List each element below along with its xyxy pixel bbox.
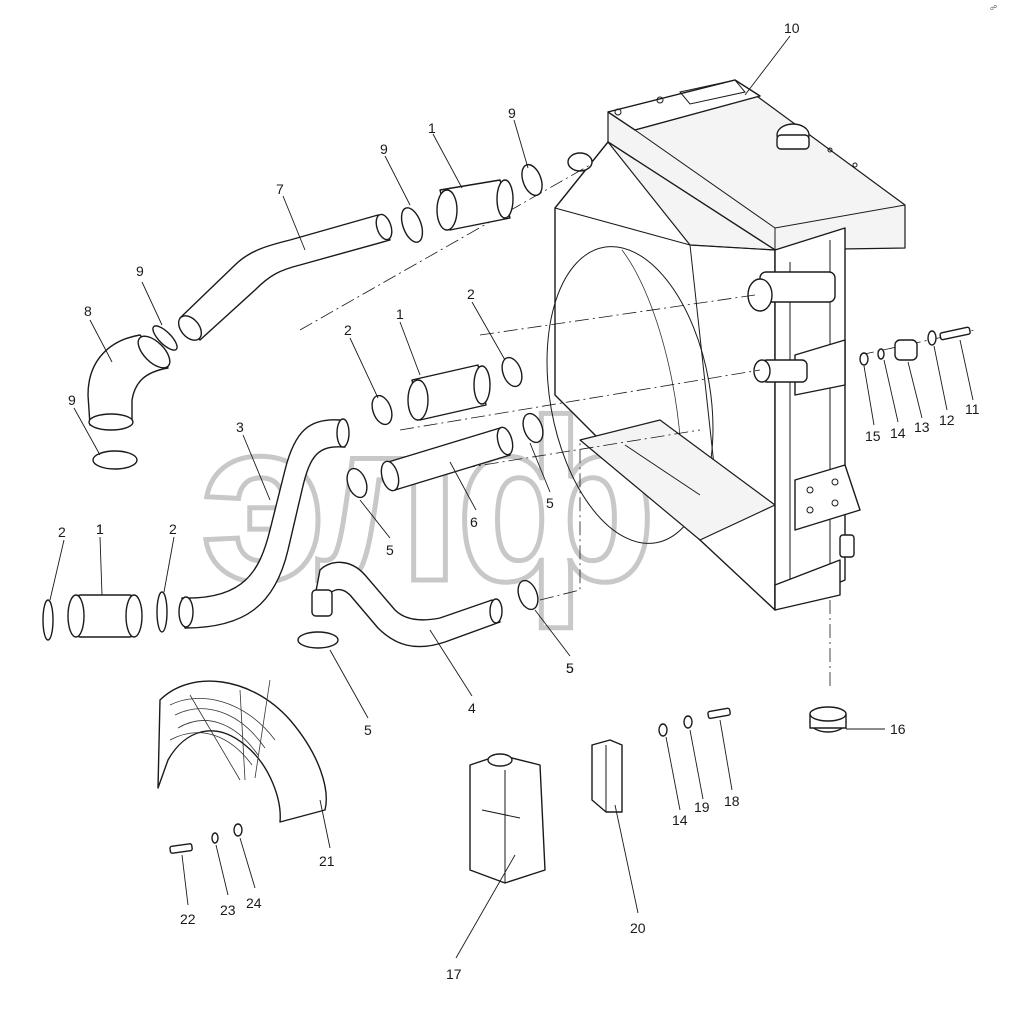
callout-label: 1 bbox=[96, 521, 104, 537]
hose-clamps bbox=[42, 163, 544, 649]
fastener-set-guard bbox=[169, 823, 243, 854]
callout-label: 11 bbox=[965, 401, 980, 417]
coupling-1-left bbox=[67, 594, 143, 638]
callout-label: 15 bbox=[865, 428, 881, 444]
callout-label: 3 bbox=[236, 419, 244, 435]
callout-label: 14 bbox=[890, 425, 906, 441]
callout-label: 9 bbox=[136, 263, 144, 279]
rubber-mount-16 bbox=[809, 706, 847, 733]
callout-label: 21 bbox=[319, 853, 335, 869]
callout-label: 2 bbox=[58, 524, 66, 540]
callout-label: 5 bbox=[386, 542, 394, 558]
callout-label: 24 bbox=[246, 895, 262, 911]
callout-label: 1 bbox=[96, 521, 104, 537]
coupling-1-top bbox=[436, 179, 514, 231]
callout-label: 16 bbox=[890, 721, 906, 737]
callout-label: 10 bbox=[784, 20, 800, 36]
coupling-1-middle bbox=[407, 364, 491, 421]
fastener-stack-top bbox=[859, 326, 971, 366]
callout-label: 9 bbox=[68, 392, 76, 408]
callout-label: 5 bbox=[364, 722, 372, 738]
callout-label: 5 bbox=[566, 660, 574, 676]
callout-label: 8 bbox=[84, 303, 92, 319]
callout-label: 6 bbox=[470, 514, 478, 530]
callout-label: 23 bbox=[220, 902, 236, 918]
callout-labels: 10 1 9 9 7 9 8 9 2 1 2 3 1 6 5 5 5 2 1 2… bbox=[58, 20, 980, 982]
callout-label: 18 bbox=[724, 793, 740, 809]
expansion-tank-17 bbox=[469, 753, 546, 884]
callout-label: 9 bbox=[508, 105, 516, 121]
radiator-assembly bbox=[546, 79, 906, 611]
callout-label: 17 bbox=[446, 966, 462, 982]
callout-label: 12 bbox=[939, 412, 955, 428]
pipe-7 bbox=[177, 213, 393, 341]
callout-label: 4 bbox=[468, 700, 476, 716]
elbow-8 bbox=[87, 334, 171, 431]
callout-label: 2 bbox=[169, 521, 177, 537]
callout-label: 9 bbox=[380, 141, 388, 157]
callout-label: 5 bbox=[546, 495, 554, 511]
callout-label: 7 bbox=[276, 181, 284, 197]
corner-mark: ☍ bbox=[990, 4, 997, 12]
callout-label: 13 bbox=[914, 419, 930, 435]
callout-label: 19 bbox=[694, 799, 710, 815]
fan-guard-21 bbox=[157, 679, 327, 823]
bracket-20 bbox=[591, 739, 623, 813]
pipe-4 bbox=[311, 561, 503, 648]
callout-label: 22 bbox=[180, 911, 196, 927]
callout-label: 1 bbox=[396, 306, 404, 322]
pipe-3 bbox=[178, 418, 350, 629]
callout-label: 5 bbox=[566, 660, 574, 676]
leader-lines bbox=[49, 35, 974, 959]
callout-label: 20 bbox=[630, 920, 646, 936]
callout-label: 2 bbox=[344, 322, 352, 338]
pipe-6 bbox=[380, 426, 514, 492]
fastener-stack-bottom bbox=[658, 707, 731, 737]
callout-label: 2 bbox=[467, 286, 475, 302]
callout-label: 1 bbox=[428, 120, 436, 136]
callout-label: 14 bbox=[672, 812, 688, 828]
